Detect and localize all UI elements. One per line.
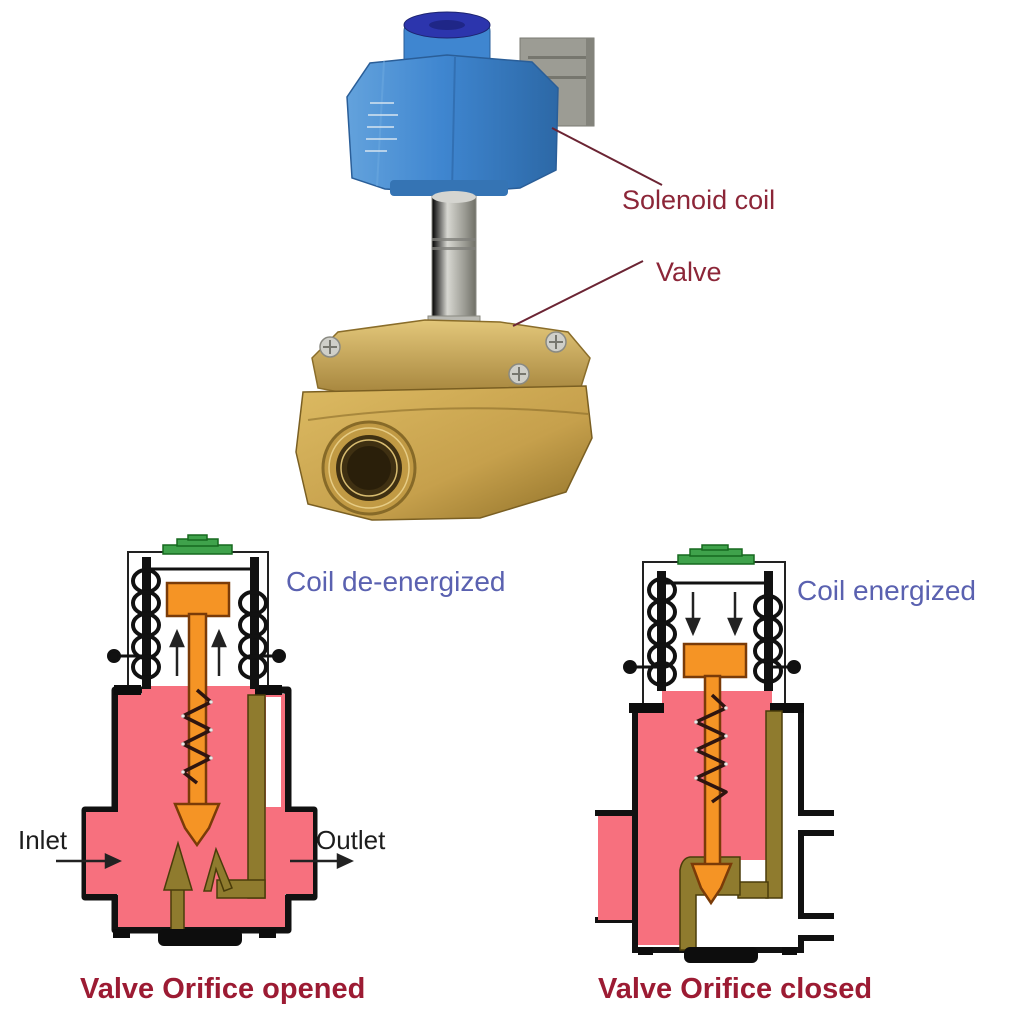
valve-orifice-opened-caption: Valve Orifice opened: [80, 973, 366, 1005]
diagram-coil-energized: [595, 544, 834, 963]
armature-cap-green: [162, 534, 233, 555]
bonnet-flange: [114, 685, 141, 695]
inlet-arrow: [56, 853, 122, 869]
pilot-channel: [765, 710, 783, 899]
bonnet-flange: [255, 685, 282, 695]
return-spring: [181, 688, 213, 785]
pilot-passages: [162, 694, 266, 931]
coil-terminals: [107, 649, 286, 663]
valve-label: Valve: [656, 257, 722, 287]
coil-body: [346, 54, 559, 196]
body-wall-strip: [266, 697, 281, 807]
plunger-lowered: [682, 642, 748, 906]
bonnet-flange: [770, 703, 804, 713]
bottom-cap: [638, 947, 797, 963]
pilot-channel: [247, 694, 266, 899]
bonnet-flange: [629, 703, 664, 713]
armature-cap-green: [677, 544, 755, 565]
core-tube-wall: [250, 557, 259, 689]
leader-lines: [512, 127, 663, 327]
valve-photo: [295, 191, 593, 521]
inlet-port: [321, 420, 417, 516]
core-tube-wall: [764, 571, 773, 691]
coil-energized-label: Coil energized: [797, 575, 976, 606]
diagram-coil-deenergized: [56, 534, 354, 946]
coil-deenergized-label: Coil de-energized: [286, 566, 506, 597]
orifice-flow-arrowhead: [162, 840, 194, 891]
plunger-arrowhead: [173, 802, 221, 848]
plunger-head: [682, 642, 748, 679]
pilot-flow-arrow: [203, 846, 233, 892]
solenoid-coil-leader-line: [551, 127, 663, 186]
coil-terminals: [623, 660, 801, 674]
valve-orifice-closed-caption: Valve Orifice closed: [598, 973, 873, 1005]
plunger-arrowhead: [690, 862, 733, 906]
plunger-motion-up-arrows: [169, 628, 227, 676]
return-spring: [694, 693, 728, 804]
outlet-arrow: [290, 853, 354, 869]
valve-body-brass: [295, 385, 593, 521]
body-wall-strip: [782, 714, 798, 810]
coil-windings: [647, 577, 783, 687]
core-tube-wall: [142, 557, 151, 689]
outlet-label: Outlet: [316, 825, 386, 855]
plunger-head: [165, 581, 231, 618]
valve-leader-line: [512, 260, 644, 327]
bonnet-screws: [319, 331, 567, 385]
solenoid-coil-photo: [346, 11, 595, 196]
solenoid-coil-label: Solenoid coil: [622, 185, 776, 215]
inlet-label: Inlet: [18, 825, 68, 855]
coil-windings: [131, 568, 268, 680]
fluid-closed: [598, 688, 781, 945]
coil-print: [365, 102, 398, 152]
core-tube-wall: [657, 571, 666, 691]
orifice-flow-shaft: [170, 883, 185, 931]
plunger-motion-down-arrows: [685, 592, 743, 637]
bottom-cap: [113, 929, 276, 946]
pilot-channel-horizontal: [737, 881, 769, 899]
armature-tube: [427, 191, 481, 339]
plunger-raised: [165, 581, 231, 848]
